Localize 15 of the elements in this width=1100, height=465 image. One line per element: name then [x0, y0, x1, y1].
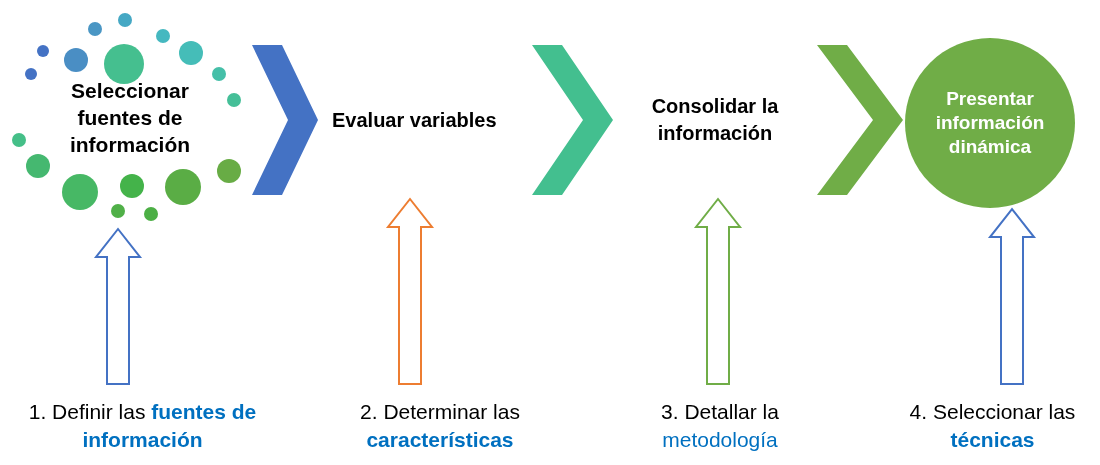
hollow-up-arrow	[385, 197, 435, 385]
step-title: Evaluar variables	[332, 107, 497, 133]
step-title: Consolidar la información	[650, 94, 780, 146]
step-description: 4. Seleccionar las técnicas	[908, 399, 1077, 453]
chevron-arrow	[532, 45, 613, 195]
step-title: Seleccionar fuentes de información	[68, 78, 192, 158]
chevron-arrow	[817, 45, 903, 195]
hollow-up-arrow	[987, 207, 1037, 385]
chevron-arrow	[252, 45, 318, 195]
step-description: 1. Definir las fuentes de información	[27, 399, 258, 453]
hollow-up-arrow	[93, 227, 143, 385]
step-title: Presentar información dinámica	[934, 87, 1046, 159]
step-description: 2. Determinar las características	[359, 399, 521, 453]
step-description: 3. Detallar la metodología	[660, 399, 780, 453]
hollow-up-arrow	[693, 197, 743, 385]
